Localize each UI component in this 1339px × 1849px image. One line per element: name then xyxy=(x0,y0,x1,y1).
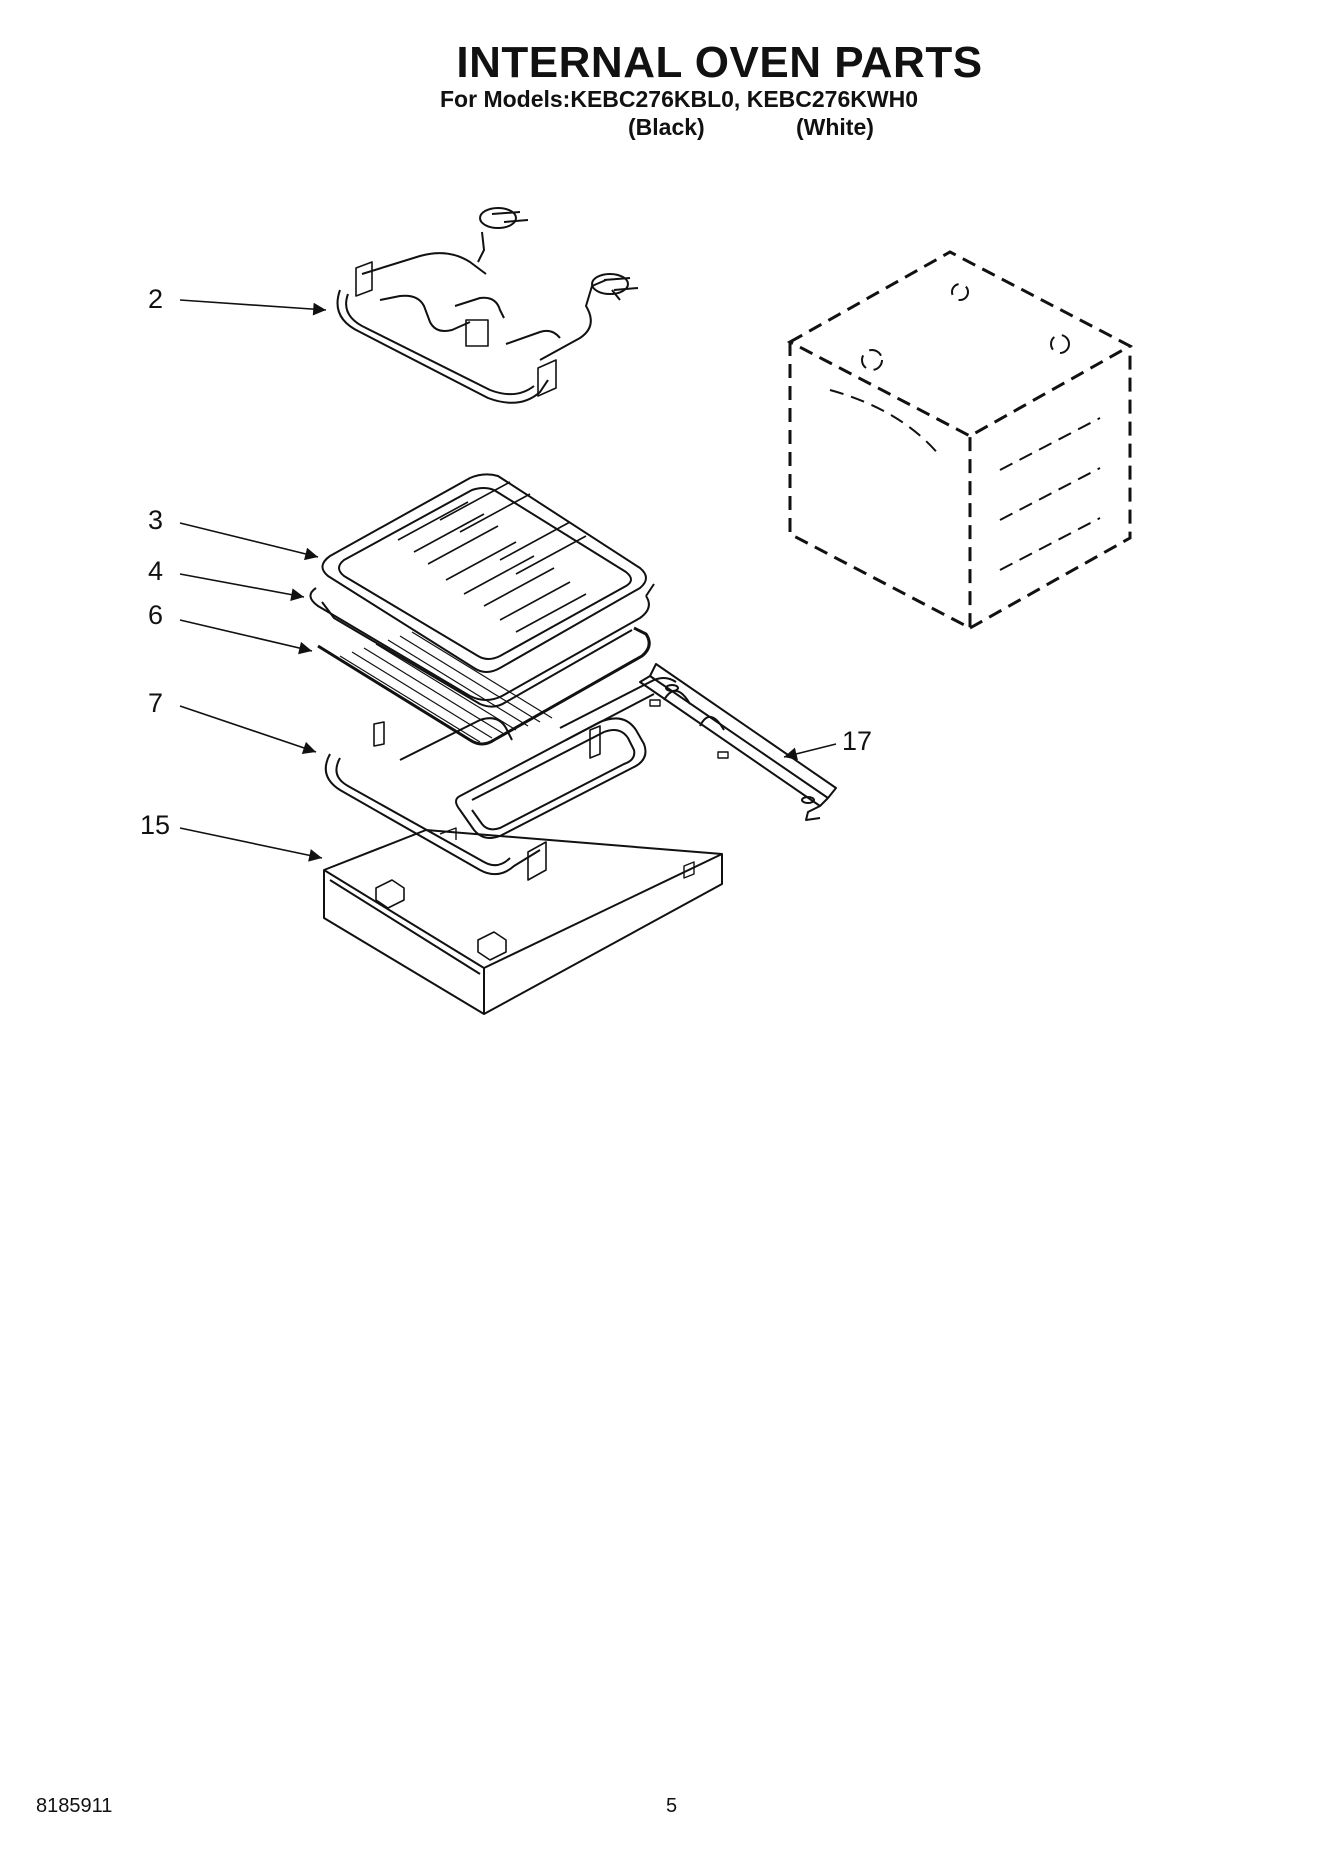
model-numbers: For Models:KEBC276KBL0, KEBC276KWH0 xyxy=(440,86,918,112)
broil-element xyxy=(336,207,639,404)
oven-bottom-tray xyxy=(323,827,723,1015)
leader-7 xyxy=(179,705,317,754)
callout-17: 17 xyxy=(842,726,873,756)
callout-7: 7 xyxy=(148,688,164,718)
element-bracket xyxy=(639,663,837,821)
page-number: 5 xyxy=(666,1795,678,1817)
callout-2: 2 xyxy=(148,284,164,314)
callout-4: 4 xyxy=(148,556,164,586)
leader-17 xyxy=(783,743,837,761)
document-number: 8185911 xyxy=(36,1795,113,1817)
leader-2 xyxy=(179,299,327,316)
leader-6 xyxy=(179,619,313,655)
oven-cavity-dashed xyxy=(786,250,1134,631)
variant-black-label: (Black) xyxy=(628,114,705,140)
bake-element xyxy=(324,677,677,881)
broil-pan xyxy=(309,583,655,708)
callout-3: 3 xyxy=(148,505,164,535)
leader-3 xyxy=(179,522,319,561)
variant-white-label: (White) xyxy=(796,114,874,140)
callout-6: 6 xyxy=(148,600,164,630)
leader-15 xyxy=(179,827,323,862)
callout-15: 15 xyxy=(140,810,171,840)
page-title: INTERNAL OVEN PARTS xyxy=(456,38,983,87)
broil-pan-grid xyxy=(321,473,647,673)
leader-4 xyxy=(179,573,305,601)
